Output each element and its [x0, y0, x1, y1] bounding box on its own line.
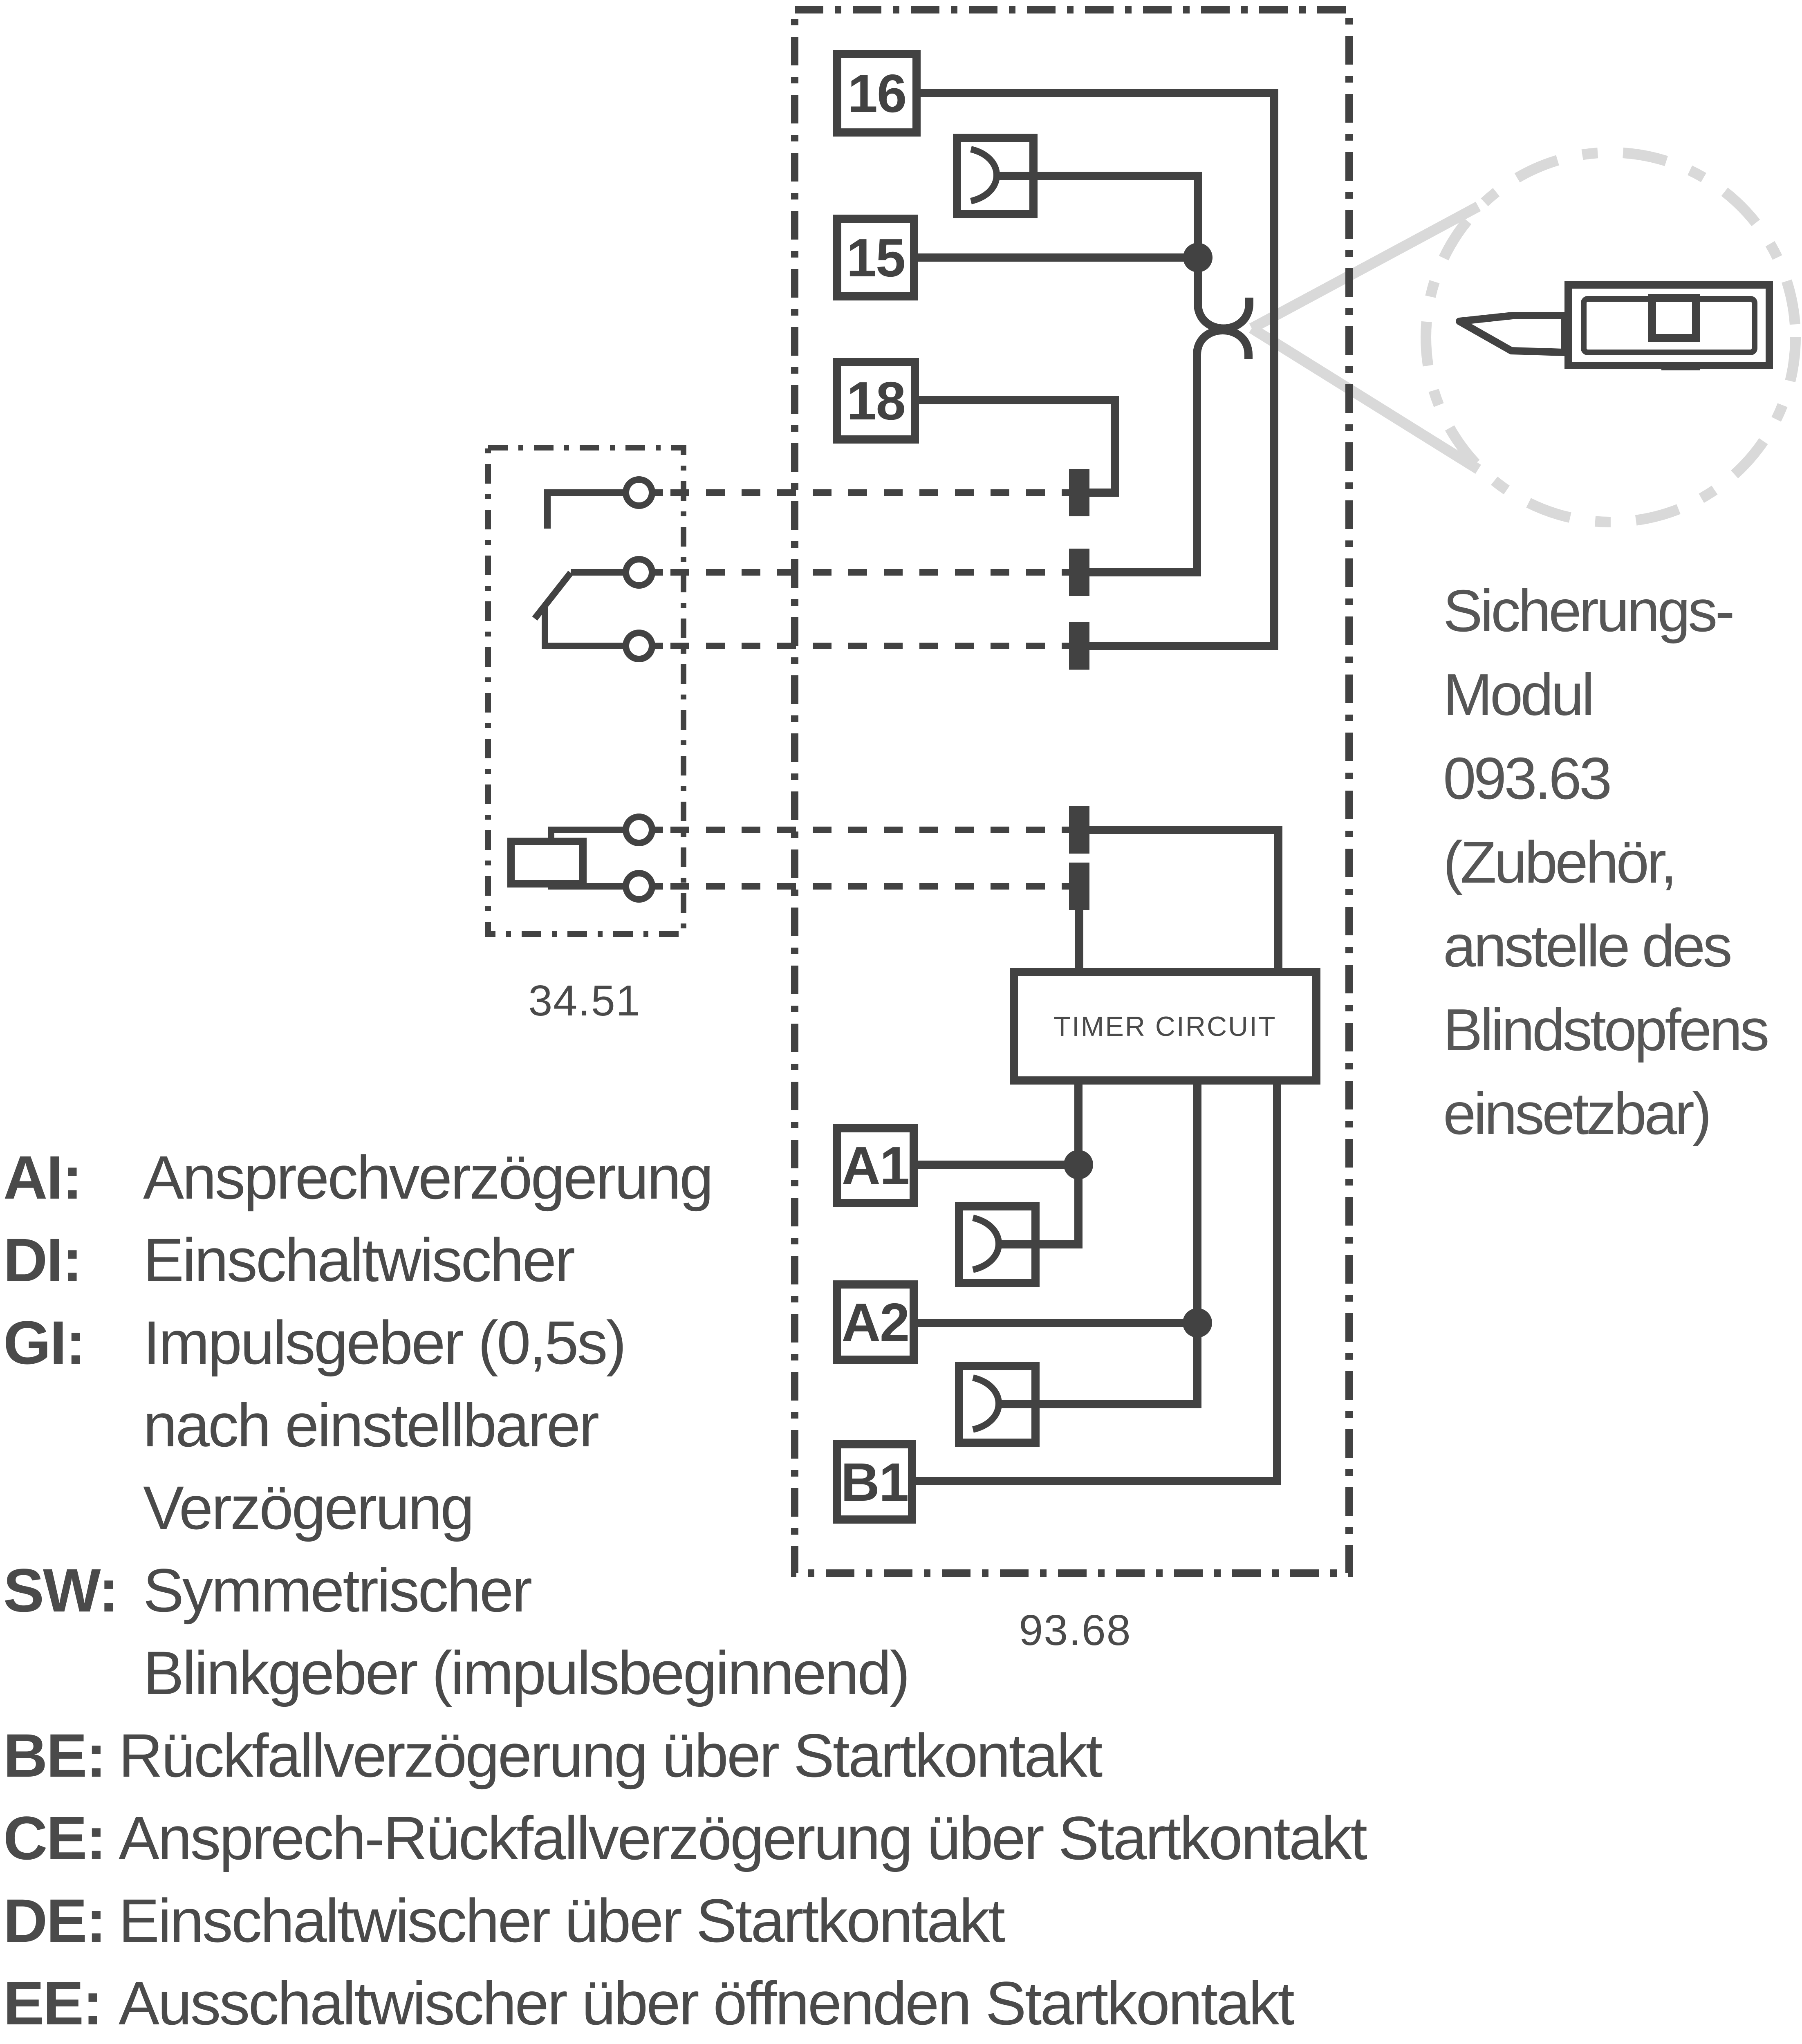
legend-item-gi: GI: Impulsgeber (0,5s): [0, 1307, 1802, 1391]
legend-key: DE:: [3, 1886, 106, 1955]
legend-item-be: BE: Rückfallverzögerung über Startkontak…: [0, 1720, 1802, 1804]
legend-text: Einschaltwischer über Startkontakt: [119, 1886, 1005, 1955]
legend-text: Symmetrischer: [143, 1556, 532, 1625]
legend-item-de: DE: Einschaltwischer über Startkontakt: [0, 1885, 1802, 1969]
fuse-module-note: Sicherungs- Modul 093.63 (Zubehör, anste…: [1443, 578, 1770, 1147]
legend-key: SW:: [3, 1556, 119, 1625]
terminal-bars: [1069, 469, 1089, 910]
fuse-module-drawing: [1456, 281, 1773, 370]
terminal-box-b1: B1: [833, 1440, 916, 1524]
relay-frame-34-51: [485, 445, 686, 937]
terminal-label-a2: A2: [841, 1292, 910, 1352]
junction-dots: [1064, 243, 1213, 1338]
wire-timer-a2: [998, 1081, 1201, 1408]
fuse-blade: [1456, 312, 1568, 356]
terminal-box-a1: A1: [833, 1124, 918, 1207]
callout-lines: [1249, 202, 1481, 474]
wire-16: [921, 89, 1278, 650]
timer-circuit-label: TIMER CIRCUIT: [1053, 1011, 1277, 1042]
lamp-icon-a1: [955, 1202, 1040, 1287]
legend-item-ce: CE: Ansprech-Rückfallverzögerung über St…: [0, 1803, 1802, 1887]
fuse-bottom-tab: [1661, 365, 1700, 370]
legend-text: nach einstellbarer: [143, 1391, 599, 1459]
legend-item-di: DI: Einschaltwischer: [0, 1225, 1802, 1309]
legend-key: GI:: [3, 1308, 86, 1377]
label-34-51: 34.51: [528, 977, 641, 1025]
legend-item-ee: EE: Ausschaltwischer über öffnenden Star…: [0, 1968, 1802, 2044]
wires: [916, 89, 1282, 1485]
legend-text: Impulsgeber (0,5s): [143, 1308, 627, 1377]
lamp-icon-a2: [955, 1362, 1040, 1447]
terminal-label-18: 18: [847, 371, 906, 431]
relay-contact-group: [532, 476, 663, 662]
legend-item-sw: SW: Symmetrischer: [0, 1555, 1802, 1639]
wire-18: [919, 396, 1119, 497]
terminal-label-b1: B1: [840, 1452, 909, 1512]
coil-icon: [507, 814, 663, 903]
legend-key: EE:: [3, 1969, 103, 2037]
terminal-box-a2: A2: [833, 1280, 918, 1364]
legend-text: Einschaltwischer: [143, 1226, 575, 1294]
fuse-window: [1648, 294, 1700, 342]
legend-key: DI:: [3, 1226, 83, 1294]
terminal-label-16: 16: [847, 63, 907, 123]
timer-circuit-box: TIMER CIRCUIT: [1010, 968, 1320, 1085]
legend-text: Blinkgeber (impulsbeginnend): [143, 1638, 910, 1707]
legend-text: Ansprech-Rückfallverzögerung über Startk…: [119, 1804, 1367, 1872]
link-lower: [1089, 326, 1253, 576]
legend-item-gi-cont1: nach einstellbarer: [0, 1390, 1802, 1474]
wire-lamp-top: [996, 172, 1202, 258]
legend-text: Ansprechverzögerung: [143, 1143, 714, 1212]
label-93-68: 93.68: [1019, 1606, 1132, 1654]
module-frame-93-68: [791, 6, 1353, 1577]
legend-item-sw-cont: Blinkgeber (impulsbeginnend): [0, 1638, 1802, 1721]
terminal-box-18: 18: [833, 358, 919, 444]
terminal-box-15: 15: [833, 215, 918, 300]
legend-item-ai: AI: Ansprechverzögerung: [0, 1142, 1802, 1226]
legend-item-gi-cont2: Verzögerung: [0, 1472, 1802, 1556]
dashed-link-lines: [670, 489, 1069, 890]
wire-b1: [916, 1081, 1281, 1485]
lamp-icon-top: [953, 134, 1038, 218]
terminal-box-16: 16: [833, 50, 921, 137]
wire-row4-timer: [1089, 826, 1282, 968]
legend-text: Ausschaltwischer über öffnenden Startkon…: [119, 1969, 1295, 2037]
terminal-label-a1: A1: [841, 1136, 910, 1196]
legend-key: CE:: [3, 1804, 106, 1872]
legend-key: AI:: [3, 1143, 83, 1212]
magnifier-circle-icon: [1421, 147, 1801, 527]
legend-text: Verzögerung: [143, 1473, 475, 1542]
legend-key: BE:: [3, 1721, 106, 1790]
terminal-label-15: 15: [846, 227, 906, 288]
legend-text: Rückfallverzögerung über Startkontakt: [119, 1721, 1103, 1790]
